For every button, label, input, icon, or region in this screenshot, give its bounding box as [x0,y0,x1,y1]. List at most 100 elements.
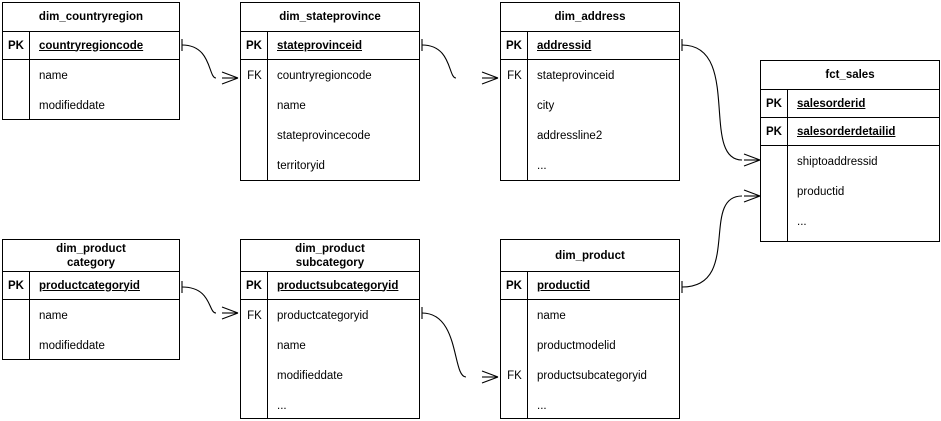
entity-attribute-list: FK countryregioncode name stateprovincec… [241,60,419,181]
many-marker-crowsfoot [743,153,761,167]
entity-title: dim_stateprovince [241,3,419,32]
key-field-name: salesorderdetailid [797,125,896,138]
key-field-name: productid [537,279,591,292]
pk-badge: PK [3,272,30,299]
entity-dim-productcategory[interactable]: dim_product category PK productcategoryi… [2,239,180,360]
key-row-salesorderid[interactable]: PK salesorderid [761,90,939,118]
entity-dim-productsubcategory[interactable]: dim_product subcategory PK productsubcat… [240,239,420,419]
pk-badge: PK [241,272,268,299]
pk-badge: PK [761,90,788,117]
entity-title-line: dim_countryregion [38,11,144,23]
many-marker-crowsfoot [221,71,239,85]
attribute-name-column: productcategoryid name modifieddate ... [268,300,419,419]
attribute-tag-column [3,60,30,120]
entity-dim-address[interactable]: dim_address PK addressid FK stateprovinc… [500,2,680,181]
attribute-row[interactable]: modifieddate [277,370,343,382]
entity-title-line: dim_stateprovince [279,11,381,23]
key-field-name: salesorderid [797,97,866,110]
entity-title-line: dim_product [56,242,126,255]
attribute-row[interactable]: name [537,310,566,322]
attribute-row[interactable]: addressline2 [537,130,603,142]
fk-badge: FK [507,370,522,382]
attribute-row[interactable]: modifieddate [39,100,105,112]
attribute-name-column: name modifieddate [30,300,179,360]
entity-attribute-list: name modifieddate [3,60,179,120]
entity-title: dim_product [501,240,679,272]
pk-badge: PK [3,32,30,59]
entity-dim-product[interactable]: dim_product PK productid FK name product… [500,239,680,419]
attribute-row[interactable]: name [277,340,306,352]
attribute-row[interactable]: productcategoryid [277,310,369,322]
attribute-row[interactable]: territoryid [277,160,325,172]
entity-title-line: dim_product [555,249,625,262]
entity-title-line: dim_product [295,242,365,255]
attribute-tag-column: FK [501,60,528,181]
entity-title: fct_sales [761,61,939,90]
key-field-name: stateprovinceid [277,39,362,52]
pk-badge: PK [501,32,528,59]
entity-title-line: dim_address [554,11,626,23]
pk-badge: PK [241,32,268,59]
attribute-row[interactable]: ... [537,160,547,172]
attribute-name-column: name productmodelid productsubcategoryid… [528,300,679,419]
entity-attribute-list: FK productcategoryid name modifieddate .… [241,300,419,419]
entity-dim-countryregion[interactable]: dim_countryregion PK countryregioncode n… [2,2,180,120]
attribute-row[interactable]: productid [797,186,845,198]
attribute-name-column: shiptoaddressid productid ... [788,146,939,241]
attribute-row[interactable]: shiptoaddressid [797,156,878,168]
entity-title: dim_product subcategory [241,240,419,272]
relationship-productsubcategory-to-product [421,307,499,384]
entity-title: dim_product category [3,240,179,272]
key-row-stateprovinceid[interactable]: PK stateprovinceid [241,32,419,60]
fk-badge: FK [247,70,262,82]
fk-badge: FK [247,310,262,322]
relationship-productcategory-to-productsubcategory [181,281,239,320]
attribute-row[interactable]: ... [797,216,807,228]
attribute-row[interactable]: productmodelid [537,340,616,352]
attribute-tag-column: FK [241,60,268,181]
entity-attribute-list: name modifieddate [3,300,179,360]
entity-dim-stateprovince[interactable]: dim_stateprovince PK stateprovinceid FK … [240,2,420,181]
many-marker-crowsfoot [221,306,239,320]
attribute-row[interactable]: modifieddate [39,340,105,352]
attribute-name-column: name modifieddate [30,60,179,120]
key-row-productsubcategoryid[interactable]: PK productsubcategoryid [241,272,419,300]
key-row-addressid[interactable]: PK addressid [501,32,679,60]
attribute-row[interactable]: city [537,100,555,112]
attribute-row[interactable]: ... [277,400,287,412]
relationship-countryregion-to-stateprovince [181,39,239,85]
key-row-productcategoryid[interactable]: PK productcategoryid [3,272,179,300]
key-field-name: productsubcategoryid [277,279,399,292]
attribute-row[interactable]: name [39,70,68,82]
key-field-name: countryregioncode [39,39,144,52]
many-marker-crowsfoot [743,189,761,203]
many-marker-crowsfoot [481,71,499,85]
key-row-productid[interactable]: PK productid [501,272,679,300]
attribute-tag-column: FK [501,300,528,419]
key-row-countryregioncode[interactable]: PK countryregioncode [3,32,179,60]
many-marker-crowsfoot [481,370,499,384]
attribute-name-column: countryregioncode name stateprovincecode… [268,60,419,181]
attribute-row[interactable]: productsubcategoryid [537,370,647,382]
entity-title-line: subcategory [295,256,365,269]
pk-badge: PK [761,118,788,145]
key-field-name: addressid [537,39,592,52]
key-field-name: productcategoryid [39,279,140,292]
attribute-name-column: stateprovinceid city addressline2 ... [528,60,679,181]
entity-attribute-list: FK stateprovinceid city addressline2 ... [501,60,679,181]
attribute-tag-column [3,300,30,360]
entity-fct-sales[interactable]: fct_sales PK salesorderid PK salesorderd… [760,60,940,242]
attribute-row[interactable]: name [39,310,68,322]
attribute-tag-column: FK [241,300,268,419]
relationship-product-to-sales [681,189,761,293]
entity-title: dim_countryregion [3,3,179,32]
key-row-salesorderdetailid[interactable]: PK salesorderdetailid [761,118,939,146]
attribute-row[interactable]: name [277,100,306,112]
relationship-address-to-sales [681,39,761,167]
attribute-row[interactable]: stateprovincecode [277,130,371,142]
entity-attribute-list: FK name productmodelid productsubcategor… [501,300,679,419]
attribute-row[interactable]: countryregioncode [277,70,372,82]
attribute-row[interactable]: ... [537,400,547,412]
attribute-row[interactable]: stateprovinceid [537,70,615,82]
